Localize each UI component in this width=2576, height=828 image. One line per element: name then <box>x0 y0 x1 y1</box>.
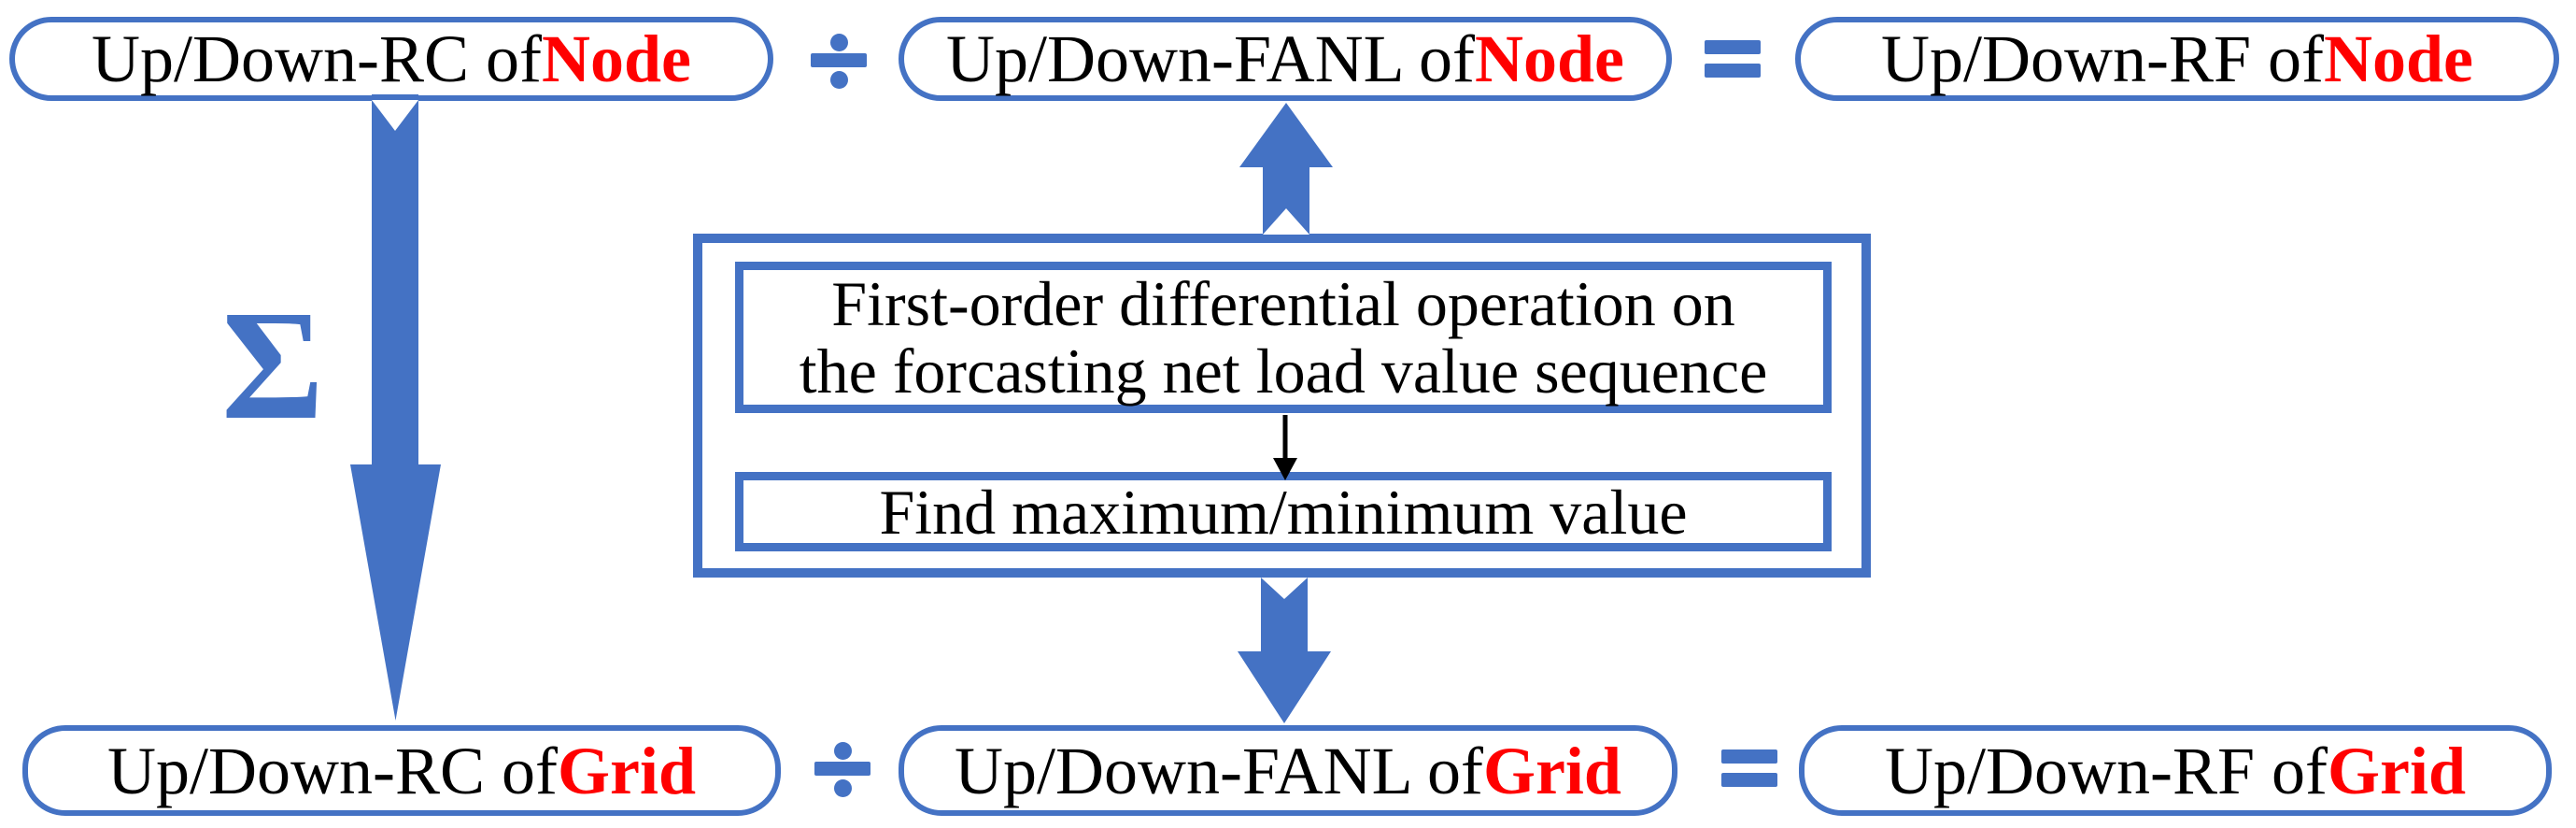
divide-dot-bottom <box>833 779 852 797</box>
process-to-node-fanl-arrow <box>1239 103 1333 239</box>
divide-dot-top <box>829 34 848 51</box>
node-fanl-entity: Node <box>1474 21 1624 96</box>
grid-fanl-entity: Grid <box>1482 733 1621 808</box>
equals-symbol-grid-row <box>1721 749 1777 787</box>
divide-dot-top <box>833 742 852 760</box>
divide-bar <box>814 762 870 776</box>
sum-sigma-symbol: Σ <box>221 278 324 452</box>
node-to-grid-sum-arrow <box>350 94 441 721</box>
node-rc-entity: Node <box>542 21 691 96</box>
divide-dot-bottom <box>829 71 848 89</box>
node-fanl-box: Up/Down-FANL of Node <box>899 17 1672 101</box>
node-rf-box: Up/Down-RF of Node <box>1795 17 2559 101</box>
divide-symbol-node-row <box>811 34 867 89</box>
node-rf-entity: Node <box>2324 21 2473 96</box>
find-extremum-box: Find maximum/minimum value <box>735 472 1832 551</box>
equals-bar-bottom <box>1721 773 1777 787</box>
differential-operation-line2: the forcasting net load value sequence <box>799 335 1768 407</box>
equals-bar-top <box>1705 40 1761 54</box>
equals-bar-bottom <box>1705 64 1761 78</box>
grid-rc-box: Up/Down-RC of Grid <box>22 725 781 816</box>
divide-bar <box>811 53 867 67</box>
node-rc-box: Up/Down-RC of Node <box>9 17 773 101</box>
grid-fanl-label: Up/Down-FANL of <box>955 733 1483 808</box>
find-extremum-label: Find maximum/minimum value <box>879 476 1688 548</box>
divide-symbol-grid-row <box>814 742 870 797</box>
grid-fanl-box: Up/Down-FANL of Grid <box>899 725 1677 816</box>
equals-symbol-node-row <box>1705 40 1761 78</box>
differential-operation-box: First-order differential operation on th… <box>735 262 1832 413</box>
node-fanl-label: Up/Down-FANL of <box>946 21 1475 96</box>
grid-rf-box: Up/Down-RF of Grid <box>1799 725 2552 816</box>
differential-operation-line1: First-order differential operation on <box>831 268 1735 339</box>
node-rf-label: Up/Down-RF of <box>1880 21 2324 96</box>
node-rc-label: Up/Down-RC of <box>92 21 542 96</box>
grid-rf-label: Up/Down-RF of <box>1884 733 2328 808</box>
equals-bar-top <box>1721 749 1777 764</box>
process-to-grid-fanl-arrow <box>1238 576 1331 723</box>
grid-rc-entity: Grid <box>557 733 696 808</box>
grid-rc-label: Up/Down-RC of <box>106 733 558 808</box>
grid-rf-entity: Grid <box>2328 733 2467 808</box>
